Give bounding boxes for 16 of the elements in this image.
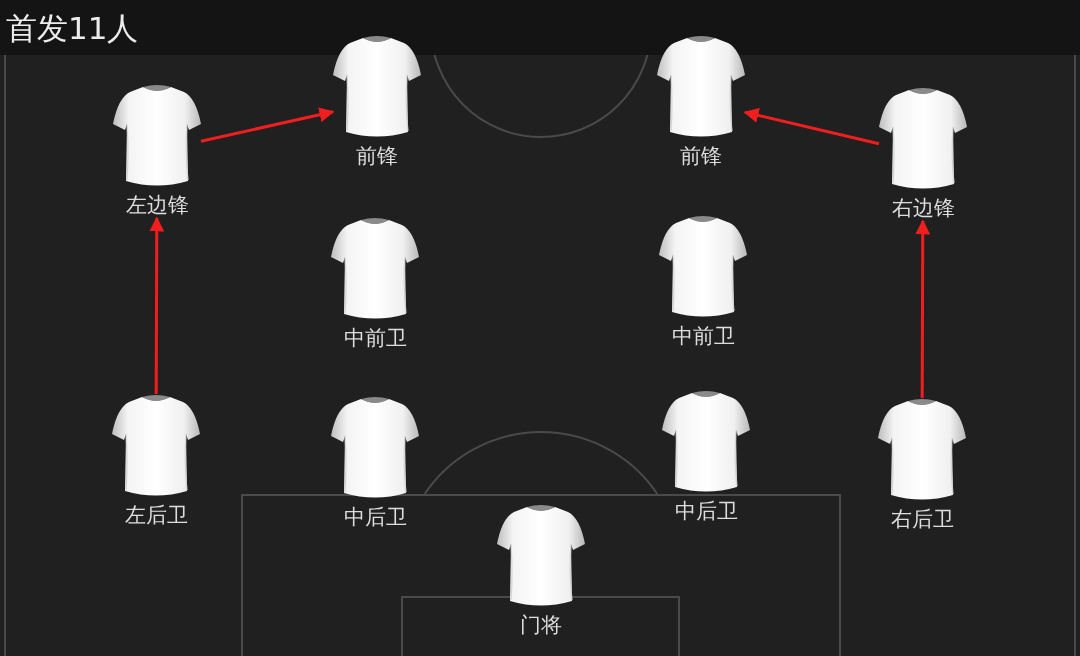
arrow	[149, 216, 165, 394]
position-label: 左后卫	[124, 503, 188, 528]
title: 首发11人	[6, 9, 139, 47]
arrow	[200, 107, 335, 143]
position-label: 中前卫	[343, 326, 407, 351]
position-label: 前锋	[356, 144, 398, 169]
arrow	[915, 219, 931, 398]
position-label: 中后卫	[343, 505, 407, 530]
position-label: 中后卫	[674, 499, 738, 524]
position-label: 前锋	[680, 144, 722, 169]
arrow	[743, 108, 880, 146]
position-label: 右后卫	[890, 507, 954, 532]
position-label: 左边锋	[125, 193, 189, 218]
position-label: 门将	[520, 613, 562, 638]
position-label: 右边锋	[891, 196, 955, 221]
position-label: 中前卫	[671, 324, 735, 349]
